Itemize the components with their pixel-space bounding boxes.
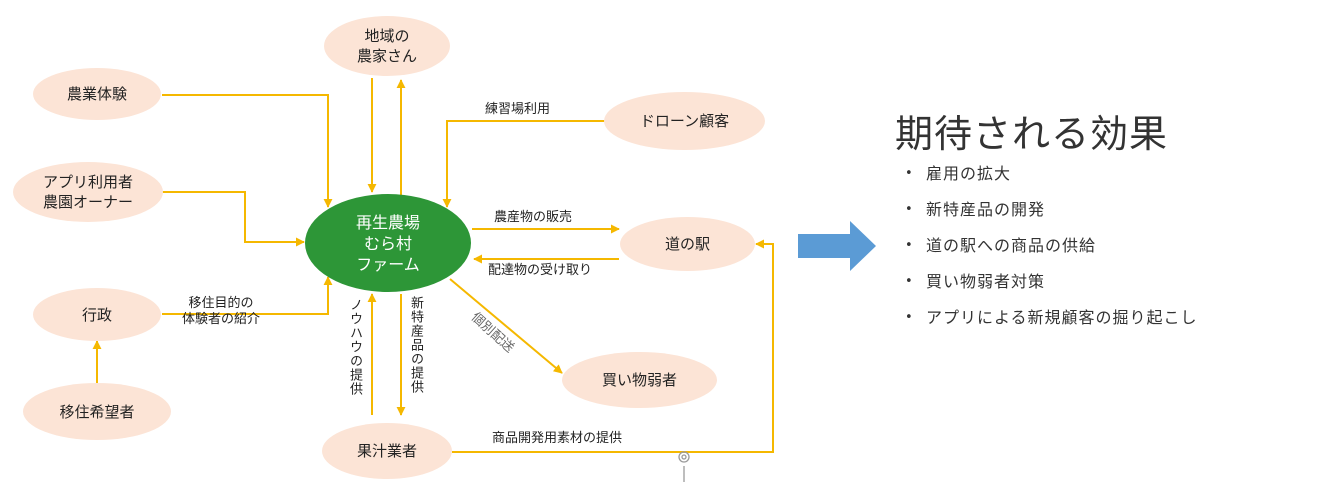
node-government: 行政 <box>33 288 161 341</box>
label-practice-field: 練習場利用 <box>485 102 551 117</box>
effects-item: アプリによる新規顧客の掘り起こし <box>903 304 1198 340</box>
right-arrow <box>798 221 876 271</box>
node-juice-maker: 果汁業者 <box>322 423 452 479</box>
edge-government <box>162 276 333 315</box>
edge-app-users <box>162 191 305 247</box>
effects-item: 雇用の拡大 <box>903 160 1198 196</box>
label-new-products: 新特産品の提供 <box>408 296 423 394</box>
label-delivery-receipt: 配達物の受け取り <box>488 263 593 278</box>
edge-agri-experience <box>162 94 333 208</box>
label-produce-sales: 農産物の販売 <box>494 210 573 225</box>
effects-item: 新特産品の開発 <box>903 196 1198 232</box>
edge-individual-delivery <box>449 278 563 374</box>
node-shopping-disadvantaged: 買い物弱者 <box>562 352 717 408</box>
node-agri-experience: 農業体験 <box>33 68 161 120</box>
node-app-users: アプリ利用者 農園オーナー <box>13 162 163 222</box>
node-local-farmers: 地域の 農家さん <box>324 16 450 76</box>
label-knowhow: ノウハウの提供 <box>347 298 362 396</box>
effects-title: 期待される効果 <box>895 112 1169 156</box>
node-migration-hopefuls: 移住希望者 <box>23 383 171 440</box>
effects-item: 買い物弱者対策 <box>903 268 1198 304</box>
edge-material-supply <box>452 239 774 453</box>
node-center-farm: 再生農場 むら村 ファーム <box>305 194 471 292</box>
label-migration-intro: 移住目的の 体験者の紹介 <box>182 296 261 327</box>
node-michi-no-eki: 道の駅 <box>620 217 755 271</box>
rotate-handle-icon <box>678 451 690 482</box>
label-material-supply: 商品開発用素材の提供 <box>492 431 623 446</box>
node-drone-customers: ドローン顧客 <box>604 92 765 150</box>
effects-item: 道の駅への商品の供給 <box>903 232 1198 268</box>
effects-list: 雇用の拡大 新特産品の開発 道の駅への商品の供給 買い物弱者対策 アプリによる新… <box>903 160 1198 340</box>
edge-drone-customers <box>442 120 605 208</box>
